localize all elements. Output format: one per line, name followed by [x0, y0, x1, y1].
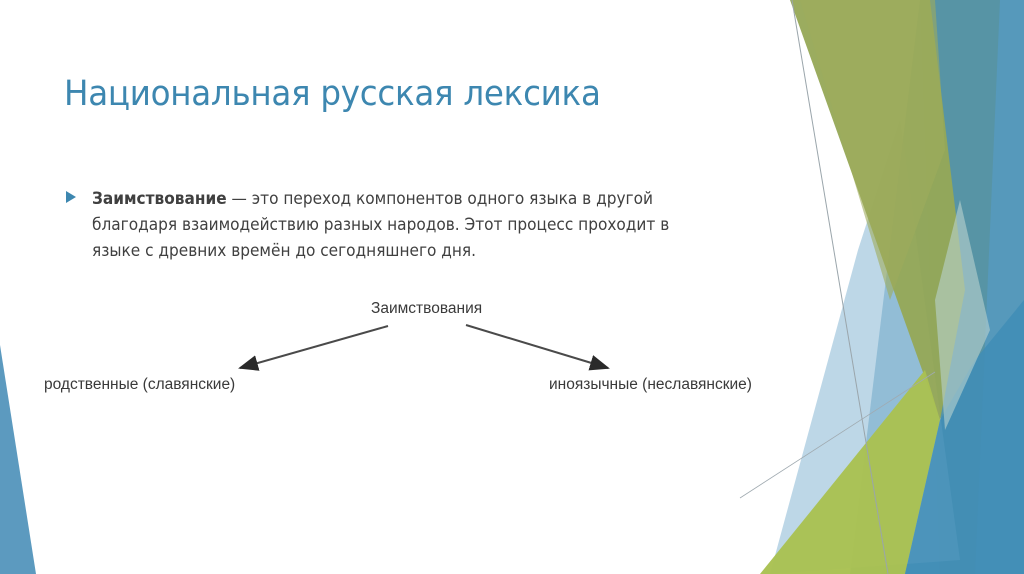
arrow-left [238, 325, 389, 371]
diagram-root-label: Заимствования [371, 300, 483, 317]
slide-title: Национальная русская лексика [64, 74, 601, 114]
bullet-definition: — это переход компонентов одного языка в… [92, 189, 670, 260]
bullet-term: Заимствование [92, 189, 227, 208]
diagram-right-label: иноязычные (неславянские) [549, 376, 752, 393]
bullet-text: Заимствование — это переход компонентов … [92, 186, 706, 264]
arrow-right [465, 324, 610, 371]
diagram-left-label: родственные (славянские) [44, 376, 236, 393]
triangle-bullet-icon [66, 191, 76, 203]
